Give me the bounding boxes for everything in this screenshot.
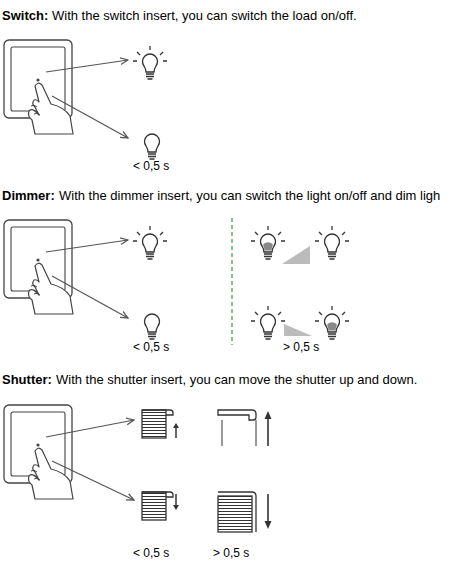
- duration-label: < 0,5 s: [133, 545, 169, 561]
- section-heading: Dimmer:: [2, 188, 55, 204]
- duration-label: > 0,5 s: [213, 545, 249, 561]
- duration-label: > 0,5 s: [283, 339, 319, 355]
- description: With the dimmer insert, you can switch t…: [59, 188, 440, 204]
- description: With the shutter insert, you can move th…: [56, 372, 417, 388]
- duration-label: < 0,5 s: [133, 158, 169, 174]
- section-heading: Shutter:: [2, 372, 52, 388]
- section-heading: Switch:: [2, 8, 48, 24]
- description: With the switch insert, you can switch t…: [52, 8, 357, 24]
- duration-label: < 0,5 s: [133, 339, 169, 355]
